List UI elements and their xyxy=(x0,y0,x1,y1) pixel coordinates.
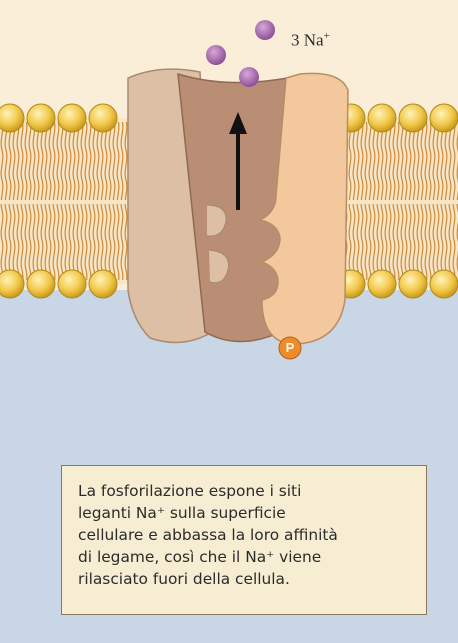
lipid-head xyxy=(0,270,24,298)
caption-line: rilasciato fuori della cellula. xyxy=(78,568,416,590)
caption-line: leganti Na⁺ sulla superficie xyxy=(78,502,416,524)
lipid-head xyxy=(89,270,117,298)
lipid-head xyxy=(430,104,458,132)
lipid-head xyxy=(58,270,86,298)
lipid-head xyxy=(27,270,55,298)
lipid-head xyxy=(430,270,458,298)
caption-box: La fosforilazione espone i siti leganti … xyxy=(61,465,427,615)
lipid-head xyxy=(399,104,427,132)
lipid-head xyxy=(399,270,427,298)
caption-line: La fosforilazione espone i siti xyxy=(78,480,416,502)
lipid-head xyxy=(368,104,396,132)
sodium-ion-label: 3 Na+ xyxy=(291,30,330,51)
lipid-head xyxy=(27,104,55,132)
caption-line: di legame, così che il Na⁺ viene xyxy=(78,546,416,568)
sodium-ion xyxy=(255,20,275,40)
lipid-head xyxy=(368,270,396,298)
lipid-head xyxy=(58,104,86,132)
caption-line: cellulare e abbassa la loro affinità xyxy=(78,524,416,546)
lipid-head xyxy=(0,104,24,132)
sodium-ion xyxy=(206,45,226,65)
sodium-ion xyxy=(239,67,259,87)
lipid-head xyxy=(89,104,117,132)
phosphate-label: P xyxy=(280,338,300,358)
